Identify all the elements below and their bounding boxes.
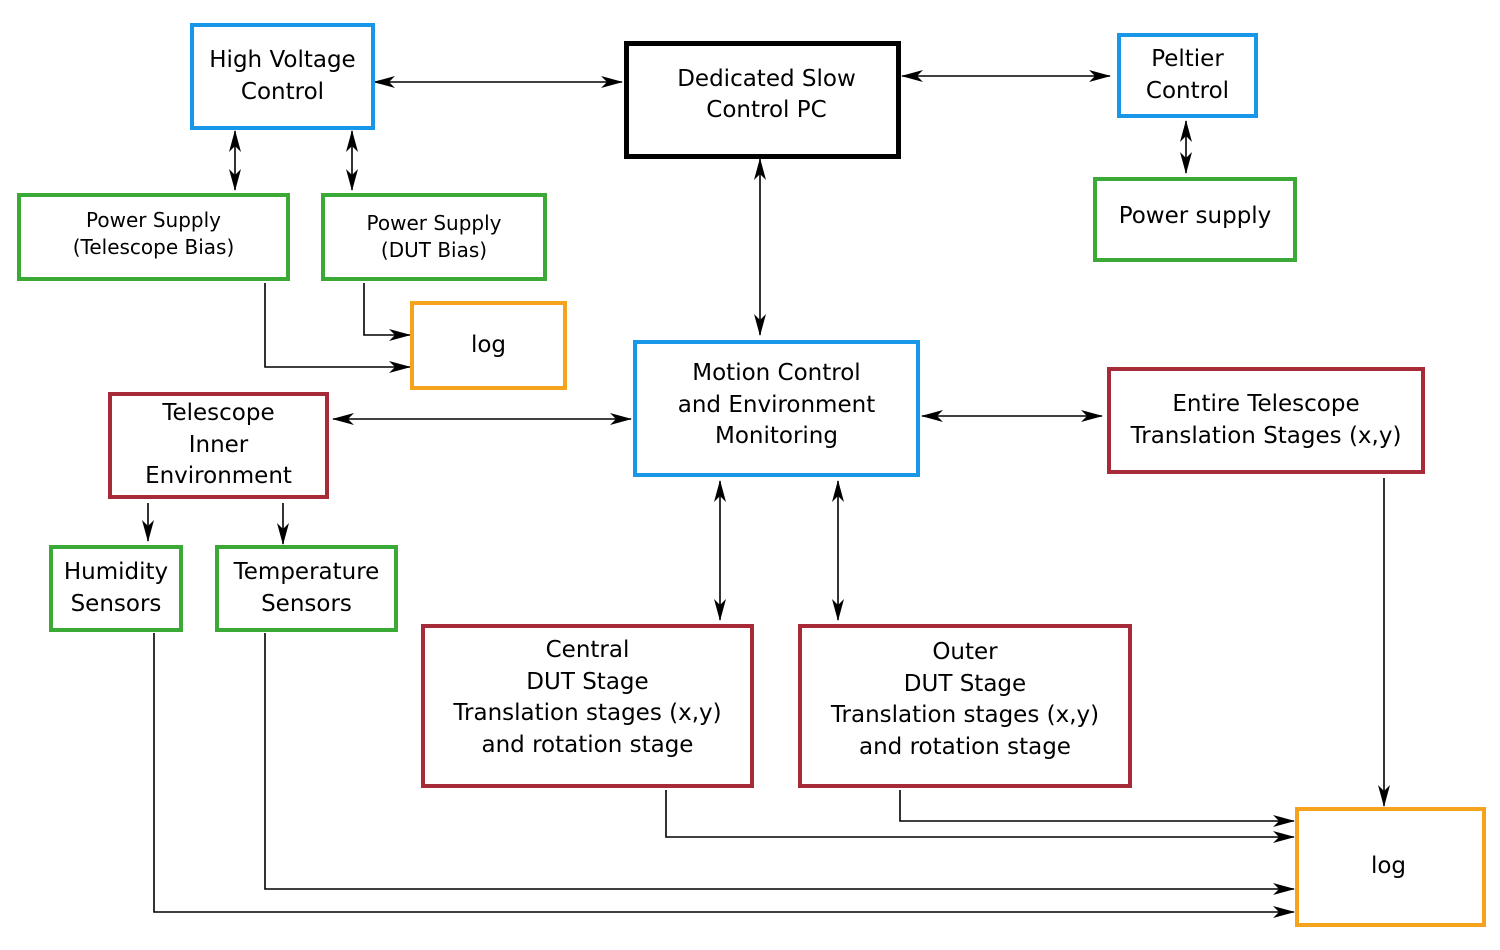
- temperature-sensors-label: Temperature Sensors: [233, 559, 380, 617]
- telescope-inner-environment-box: Telescope Inner Environment: [108, 392, 329, 499]
- temperature-sensors-box: Temperature Sensors: [215, 545, 398, 632]
- log-top-label: log: [470, 331, 507, 358]
- arrow-central-log: [665, 790, 1295, 843]
- entire-telescope-translation-stages-label: Entire Telescope Translation Stages (x,y…: [1130, 391, 1402, 449]
- humidity-sensors-label: Humidity Sensors: [63, 559, 169, 617]
- outer-dut-stage-box: Outer DUT Stage Translation stages (x,y)…: [798, 624, 1132, 788]
- log-bottom-label: log: [1370, 853, 1407, 880]
- slow-control-pc-label: Dedicated Slow Control PC: [677, 65, 856, 124]
- telescope-inner-environment-label: Telescope Inner Environment: [145, 400, 292, 490]
- arrow-temperature-log: [264, 633, 1295, 895]
- power-supply-telescope-bias-box: Power Supply (Telescope Bias): [17, 193, 290, 281]
- central-dut-stage-box: Central DUT Stage Translation stages (x,…: [421, 624, 754, 788]
- motion-control-box: Motion Control and Environment Monitorin…: [633, 340, 920, 477]
- peltier-control-label: Peltier Control: [1145, 46, 1230, 104]
- power-supply-telescope-bias-label: Power Supply (Telescope Bias): [72, 208, 235, 259]
- slow-control-pc-box: Dedicated Slow Control PC: [624, 41, 901, 159]
- arrow-psdut-log: [363, 283, 411, 341]
- humidity-sensors-box: Humidity Sensors: [49, 545, 183, 632]
- high-voltage-control-box: High Voltage Control: [190, 23, 375, 130]
- log-box-top: log: [410, 301, 567, 390]
- entire-telescope-translation-stages-box: Entire Telescope Translation Stages (x,y…: [1107, 367, 1425, 474]
- central-dut-stage-label: Central DUT Stage Translation stages (x,…: [453, 637, 722, 758]
- power-supply-dut-bias-box: Power Supply (DUT Bias): [321, 193, 547, 281]
- arrow-humidity-log: [153, 633, 1295, 918]
- log-box-bottom: log: [1295, 807, 1486, 927]
- power-supply-dut-bias-label: Power Supply (DUT Bias): [366, 211, 502, 262]
- high-voltage-control-label: High Voltage Control: [209, 47, 356, 105]
- motion-control-label: Motion Control and Environment Monitorin…: [677, 360, 876, 450]
- peltier-control-box: Peltier Control: [1117, 33, 1258, 118]
- arrow-pstel-log: [264, 283, 411, 373]
- power-supply-label: Power supply: [1118, 202, 1272, 229]
- outer-dut-stage-label: Outer DUT Stage Translation stages (x,y)…: [830, 639, 1100, 760]
- power-supply-box: Power supply: [1093, 177, 1297, 262]
- arrow-outer-log: [899, 790, 1295, 827]
